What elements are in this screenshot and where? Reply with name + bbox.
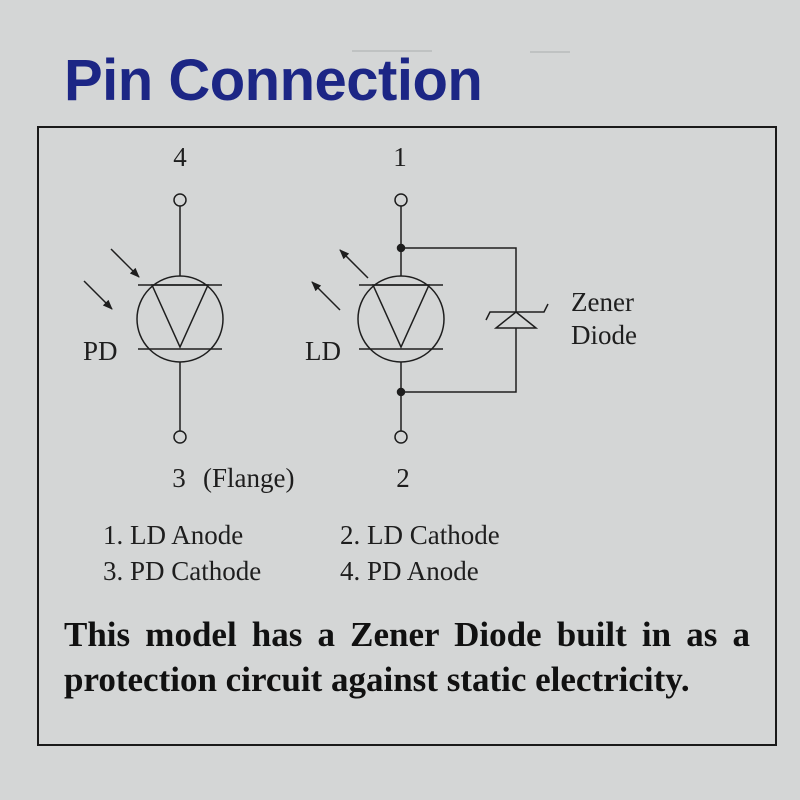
ld-emission-arrow-2 bbox=[311, 281, 341, 311]
legend-pin-4: 4. PD Anode bbox=[340, 556, 479, 586]
ld-label: LD bbox=[305, 336, 341, 366]
pin-2-label: 2 bbox=[396, 463, 410, 493]
pd-incoming-arrow-2 bbox=[83, 280, 113, 310]
pin-4-label: 4 bbox=[173, 142, 187, 172]
legend-pin-1: 1. LD Anode bbox=[103, 520, 244, 550]
diagram-frame bbox=[37, 126, 777, 746]
photodiode-symbol bbox=[83, 193, 224, 444]
pd-incoming-arrow-1 bbox=[110, 248, 140, 278]
pin-1-terminal bbox=[394, 193, 408, 207]
page-title: Pin Connection bbox=[64, 48, 483, 113]
laser-diode-symbol bbox=[311, 193, 445, 444]
zener-protection-note: This model has a Zener Diode built in as… bbox=[64, 615, 750, 699]
ld-emission-arrow-1 bbox=[339, 249, 369, 279]
flange-label: (Flange) bbox=[203, 463, 294, 493]
top-decoration-right bbox=[530, 51, 570, 53]
zener-diode-symbol bbox=[396, 243, 549, 397]
pin-1-label: 1 bbox=[393, 142, 407, 172]
zener-label-line1: Zener bbox=[571, 287, 634, 317]
pin-3-terminal bbox=[173, 430, 187, 444]
legend-pin-3: 3. PD Cathode bbox=[103, 556, 262, 586]
pin-3-label: 3 bbox=[172, 463, 186, 493]
pin-4-terminal bbox=[173, 193, 187, 207]
legend-pin-2: 2. LD Cathode bbox=[340, 520, 500, 550]
pd-label: PD bbox=[83, 336, 118, 366]
pin-2-terminal bbox=[394, 430, 408, 444]
top-decoration-left bbox=[352, 50, 432, 52]
zener-label-line2: Diode bbox=[571, 320, 637, 350]
